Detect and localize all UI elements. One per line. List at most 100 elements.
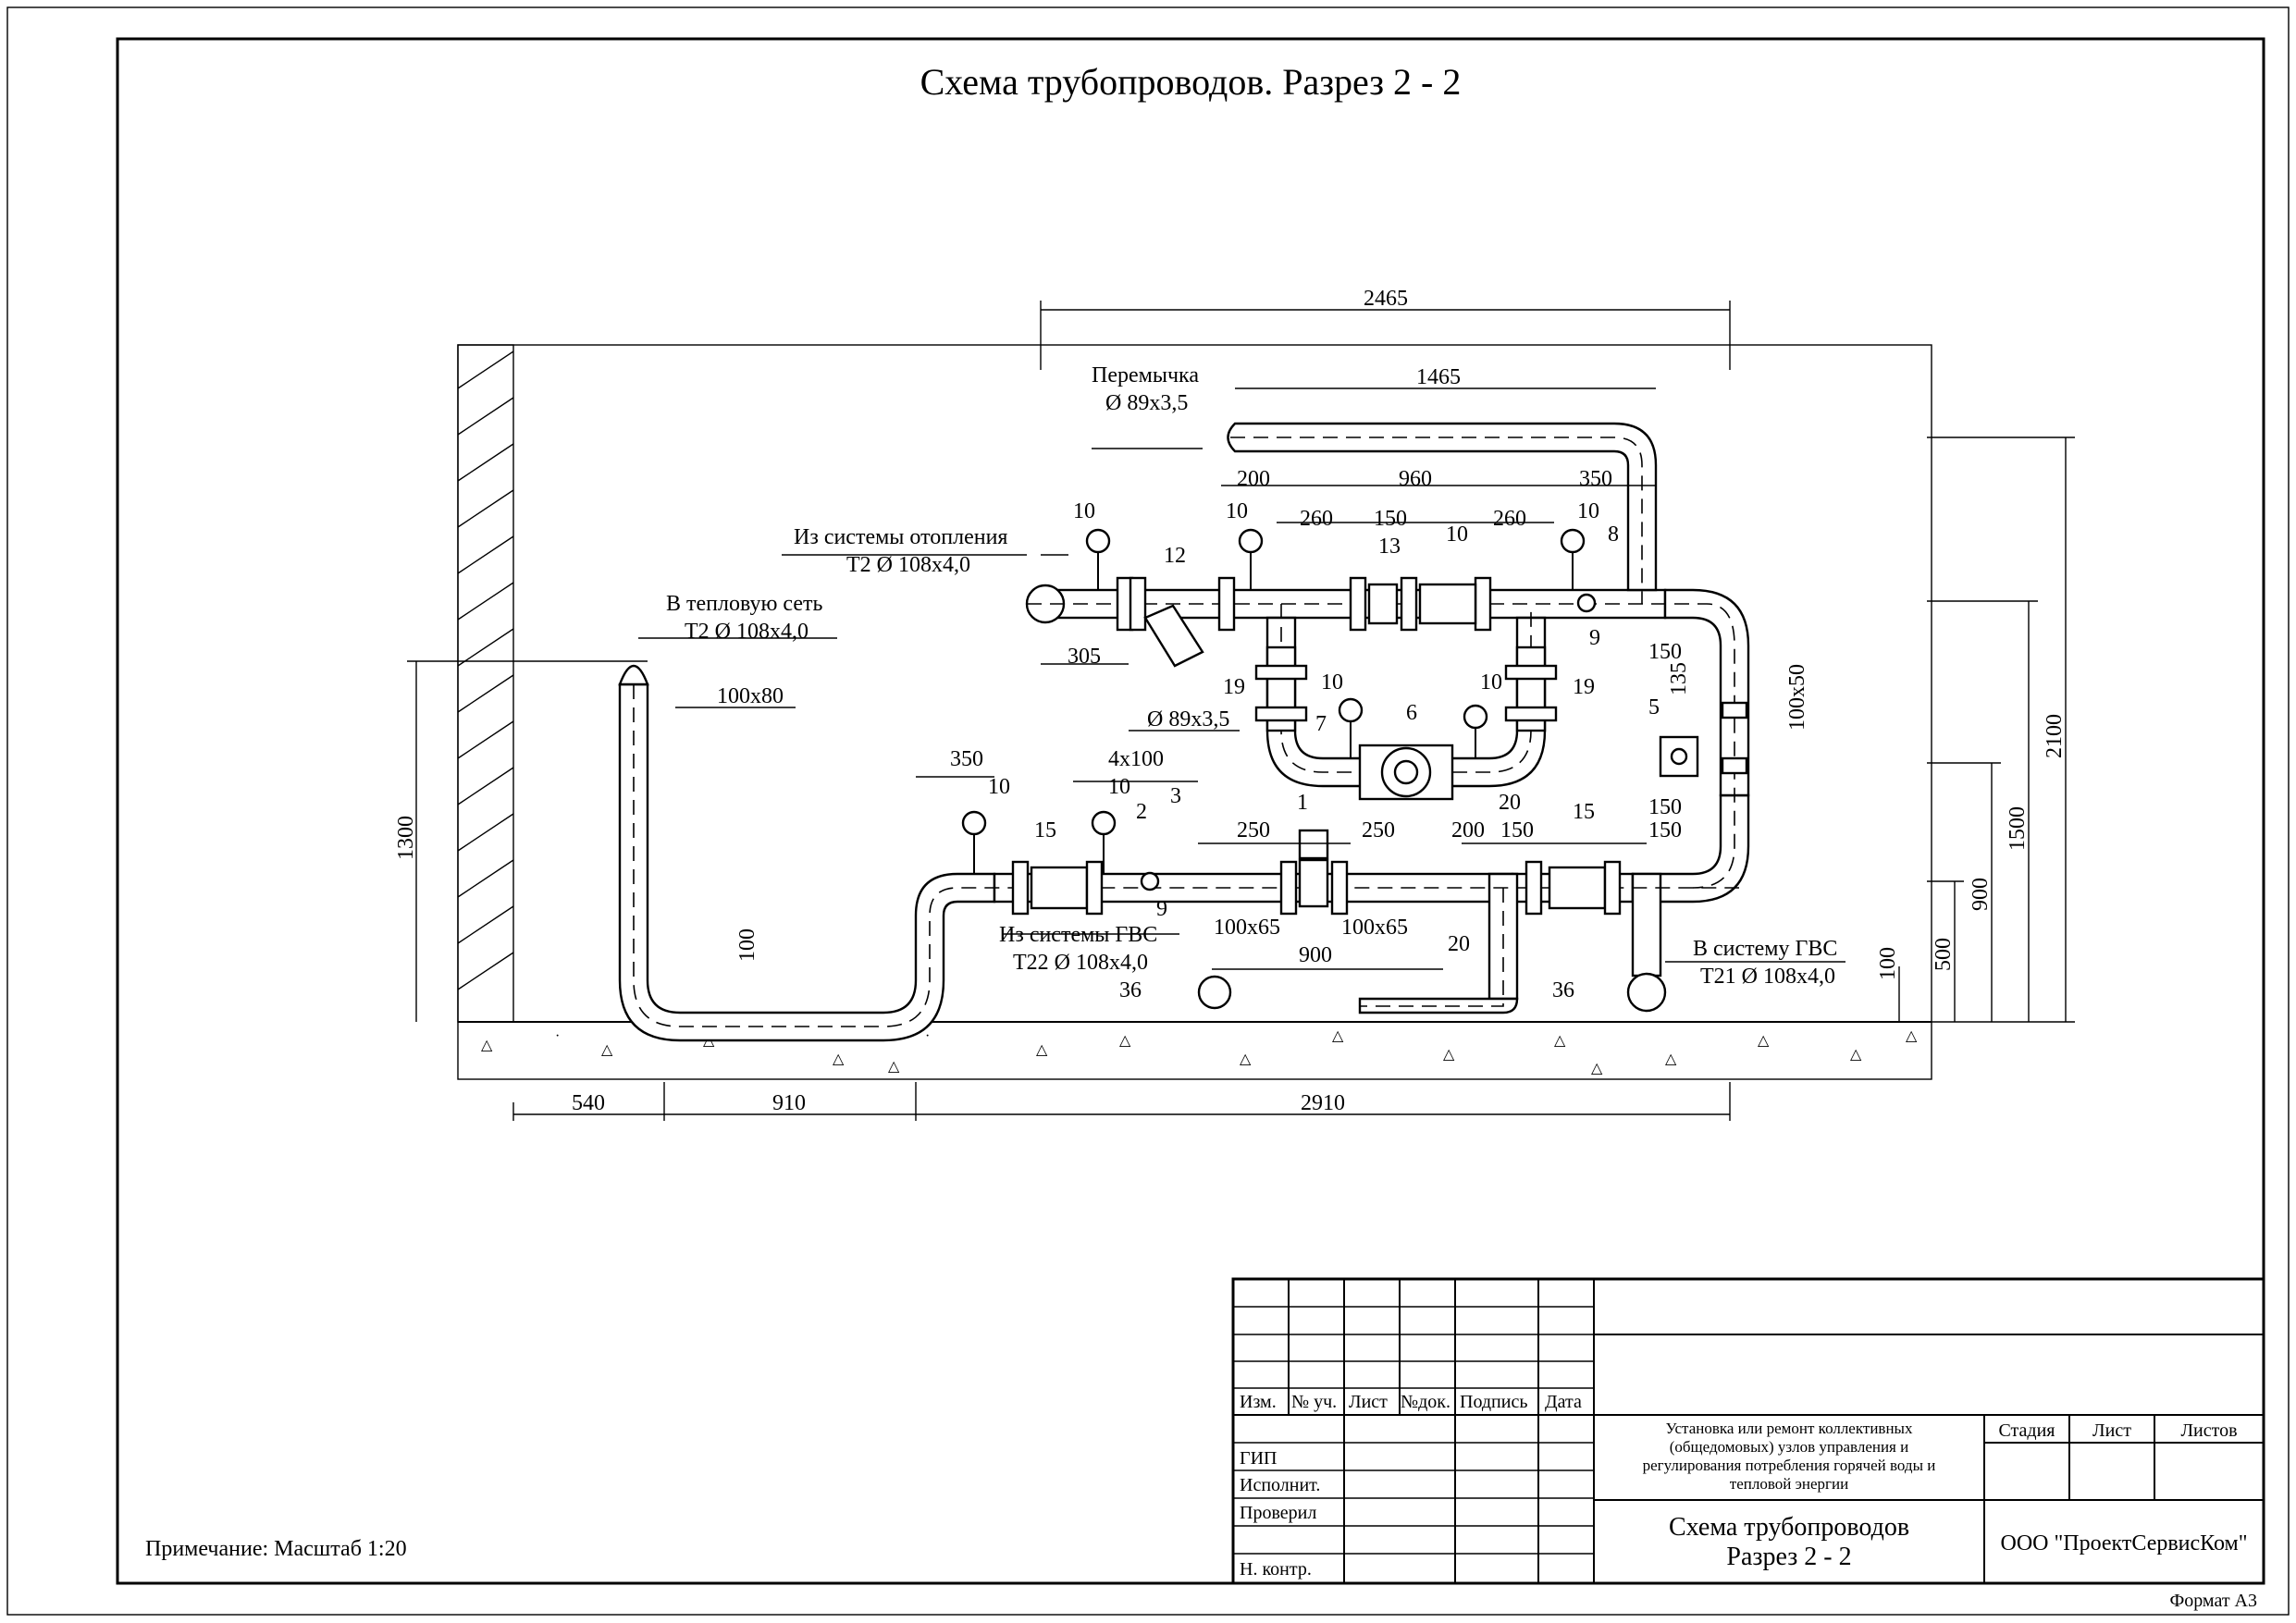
svg-text:△: △ [1119,1033,1131,1049]
svg-text:36: 36 [1119,978,1142,1002]
svg-text:6: 6 [1406,701,1417,725]
svg-text:150: 150 [1374,507,1407,531]
svg-text:10: 10 [1108,775,1130,799]
svg-text:350: 350 [950,747,983,771]
svg-text:305: 305 [1068,645,1101,669]
svg-text:Стадия: Стадия [1998,1420,2055,1441]
to-network-name: В тепловую сеть [666,592,822,616]
svg-text:Дата: Дата [1545,1392,1582,1412]
svg-text:△: △ [601,1042,613,1058]
svg-text:·: · [555,1028,560,1044]
svg-text:150: 150 [1500,818,1534,842]
svg-text:8: 8 [1608,523,1619,547]
svg-text:2465: 2465 [1364,287,1408,311]
pipe-centerlines [633,436,1739,1027]
svg-text:1300: 1300 [394,816,418,860]
svg-text:1: 1 [1297,791,1308,815]
svg-text:Лист: Лист [2092,1420,2131,1441]
svg-text:Н. контр.: Н. контр. [1240,1559,1312,1580]
svg-text:регулирования потребления горя: регулирования потребления горячей воды и [1643,1457,1936,1474]
pipe-jumper [1227,422,1658,592]
fittings [1011,576,1748,916]
from-gvs-pipe: Т22 Ø 108х4,0 [1013,951,1148,975]
svg-text:150: 150 [1648,640,1682,664]
page-title: Схема трубопроводов. Разрез 2 - 2 [920,61,1462,103]
bypass-size: Ø 89х3,5 [1147,707,1229,732]
floor-slab: △·△ △△· △△△ △△△ △△△ △△△ [458,1021,1932,1076]
svg-text:ООО "ПроектСервисКом": ООО "ПроектСервисКом" [2000,1531,2247,1555]
to-gvs-name: В систему ГВС [1693,937,1837,961]
svg-text:△: △ [1443,1047,1455,1063]
outer-border [6,6,2290,1616]
jumper-name: Перемычка [1092,363,1199,387]
svg-text:9: 9 [1589,626,1600,650]
svg-text:19: 19 [1223,675,1245,699]
svg-text:960: 960 [1399,467,1432,491]
svg-text:500: 500 [1932,938,1956,971]
svg-text:ГИП: ГИП [1240,1448,1277,1469]
svg-text:№ уч.: № уч. [1291,1392,1337,1412]
from-heating-pipe: Т2 Ø 108х4,0 [846,553,970,577]
inner-frame [116,37,2265,1585]
svg-text:тепловой энергии: тепловой энергии [1730,1475,1848,1493]
svg-text:10: 10 [1480,670,1502,695]
format-label: Формат А3 [2169,1591,2257,1611]
svg-text:Изм.: Изм. [1240,1392,1277,1412]
svg-text:Разрез 2 - 2: Разрез 2 - 2 [1726,1543,1851,1571]
svg-text:900: 900 [1969,878,1993,911]
svg-text:540: 540 [572,1091,605,1115]
svg-text:10: 10 [1321,670,1343,695]
svg-text:2: 2 [1136,800,1147,824]
svg-text:13: 13 [1378,535,1401,559]
svg-text:260: 260 [1300,507,1333,531]
callout-labels: Перемычка Ø 89х3,5 Из системы отопления … [666,363,1837,989]
svg-text:150: 150 [1648,818,1682,842]
svg-text:№док.: №док. [1401,1392,1450,1412]
dimension-lines [407,301,2075,1121]
dimension-values: 2465 1465 200 960 350 260 150 260 305 15… [394,287,2067,1115]
svg-text:36: 36 [1552,978,1574,1002]
svg-text:15: 15 [1573,800,1595,824]
svg-text:△: △ [1554,1033,1566,1049]
svg-text:900: 900 [1299,943,1332,967]
svg-text:910: 910 [772,1091,806,1115]
svg-text:△: △ [1758,1033,1770,1049]
svg-text:12: 12 [1164,544,1186,568]
svg-text:Листов: Листов [2180,1420,2237,1441]
svg-text:4х100: 4х100 [1108,747,1164,771]
svg-text:350: 350 [1579,467,1612,491]
svg-text:15: 15 [1034,818,1056,842]
svg-text:△: △ [1240,1051,1252,1067]
svg-text:△: △ [1332,1028,1344,1044]
svg-text:10: 10 [1577,499,1599,523]
svg-text:2100: 2100 [2043,714,2067,758]
jumper-size: Ø 89х3,5 [1105,391,1188,415]
svg-text:Лист: Лист [1349,1392,1388,1412]
reducer-vertical: 100х80 [717,684,784,708]
svg-text:△: △ [1850,1047,1862,1063]
svg-text:Проверил: Проверил [1240,1503,1316,1523]
svg-text:7: 7 [1315,712,1327,736]
reducer-left-meter: 100х65 [1214,916,1280,940]
svg-text:10: 10 [1226,499,1248,523]
from-gvs-name: Из системы ГВС [999,923,1157,947]
svg-text:10: 10 [988,775,1010,799]
wall-hatch [457,344,514,1023]
svg-text:200: 200 [1237,467,1270,491]
svg-text:Исполнит.: Исполнит. [1240,1475,1320,1495]
to-gvs-pipe: Т21 Ø 108х4,0 [1700,965,1835,989]
svg-text:1465: 1465 [1416,365,1461,389]
svg-text:·: · [925,1028,930,1044]
svg-text:20: 20 [1499,791,1521,815]
svg-text:△: △ [481,1038,493,1053]
reducer-right: 100х50 [1785,664,1809,731]
title-block: Изм. № уч. Лист №док. Подпись Дата ГИП И… [1231,1277,2265,1585]
svg-text:200: 200 [1451,818,1485,842]
svg-text:10: 10 [1446,523,1468,547]
svg-text:△: △ [1036,1042,1048,1058]
from-heating-name: Из системы отопления [794,525,1007,549]
pipe-network-return-riser [618,682,996,1042]
svg-text:260: 260 [1493,507,1526,531]
pressure-gauges [961,528,1597,891]
